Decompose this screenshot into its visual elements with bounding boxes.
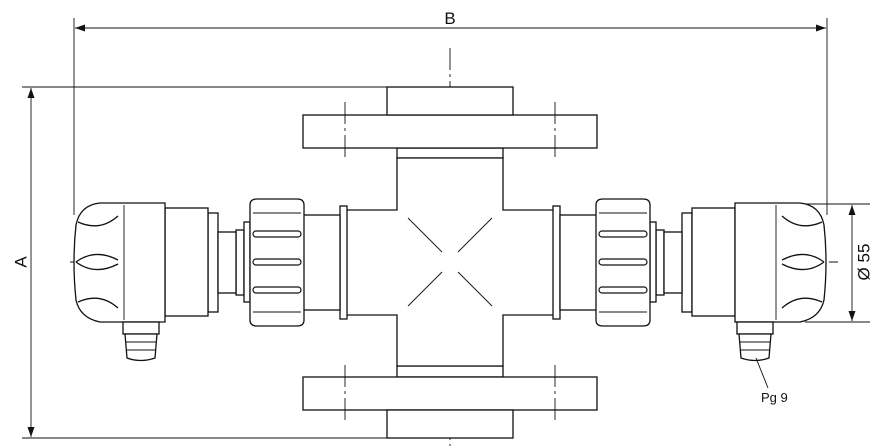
left-union-nut xyxy=(249,198,305,327)
sight-glass-mark-3 xyxy=(407,271,443,307)
right-tube xyxy=(559,214,598,311)
thread-leader-line xyxy=(755,357,769,389)
thread-callout: Pg 9 xyxy=(755,357,788,405)
dimension-label-b: B xyxy=(444,9,455,28)
top-flange-raised-face xyxy=(386,86,514,116)
left-nut-groove-2 xyxy=(252,258,302,266)
sight-glass-mark-1 xyxy=(407,217,443,253)
right-union-nut xyxy=(595,198,651,327)
left-head-wave-3 xyxy=(75,261,119,271)
bottom-flange xyxy=(302,365,598,439)
top-flange xyxy=(302,86,598,160)
right-ring-outer xyxy=(655,229,665,296)
right-head-wave-3 xyxy=(781,261,825,271)
left-head-wave-4 xyxy=(77,297,119,309)
left-end-collar xyxy=(339,205,348,320)
left-nut-groove-1 xyxy=(252,230,302,238)
bottom-flange-raised-face xyxy=(386,409,514,439)
bottom-flange-plate xyxy=(302,376,598,411)
left-head-wave-1 xyxy=(77,215,119,227)
right-head-wave-2 xyxy=(781,253,825,263)
left-housing-head xyxy=(73,202,166,323)
left-head-wave-2 xyxy=(75,253,119,263)
left-gland-nut xyxy=(122,321,160,335)
right-nut-groove-3 xyxy=(598,286,648,294)
right-housing-body xyxy=(691,207,736,317)
right-sensor-assembly xyxy=(552,198,827,362)
diameter-label: Ø 55 xyxy=(854,244,873,281)
right-cable-gland xyxy=(736,321,774,362)
right-nut-groove-2 xyxy=(598,258,648,266)
right-gland-body xyxy=(738,333,772,362)
right-gland-nut xyxy=(736,321,774,335)
sight-glass-mark-4 xyxy=(457,271,493,307)
left-ring-inner xyxy=(243,221,251,303)
left-neck xyxy=(207,212,219,313)
left-ring-outer xyxy=(235,229,245,296)
left-sensor-assembly xyxy=(73,198,348,362)
right-neck xyxy=(681,212,693,313)
right-head-wave-1 xyxy=(781,215,823,227)
top-flange-plate xyxy=(302,114,598,149)
left-adapter xyxy=(217,231,237,294)
left-nut-groove-3 xyxy=(252,286,302,294)
right-adapter xyxy=(663,231,683,294)
right-ring-inner xyxy=(649,221,657,303)
left-tube xyxy=(302,214,341,311)
left-housing-body xyxy=(164,207,209,317)
top-neck xyxy=(396,147,504,159)
right-nut-groove-1 xyxy=(598,230,648,238)
cross-outline xyxy=(344,157,556,367)
right-end-collar xyxy=(552,205,561,320)
sight-glass-mark-2 xyxy=(457,217,493,253)
right-housing-head xyxy=(734,202,827,323)
dimension-diameter: Ø 55 xyxy=(805,203,873,323)
thread-label: Pg 9 xyxy=(761,390,788,405)
dimension-a: A xyxy=(11,86,388,439)
dimension-label-a: A xyxy=(11,256,30,268)
bottom-neck xyxy=(396,365,504,378)
left-gland-body xyxy=(124,333,158,362)
right-head-wave-4 xyxy=(781,297,823,309)
dimension-b: B xyxy=(73,9,828,215)
left-cable-gland xyxy=(122,321,160,362)
cross-body xyxy=(344,157,556,367)
